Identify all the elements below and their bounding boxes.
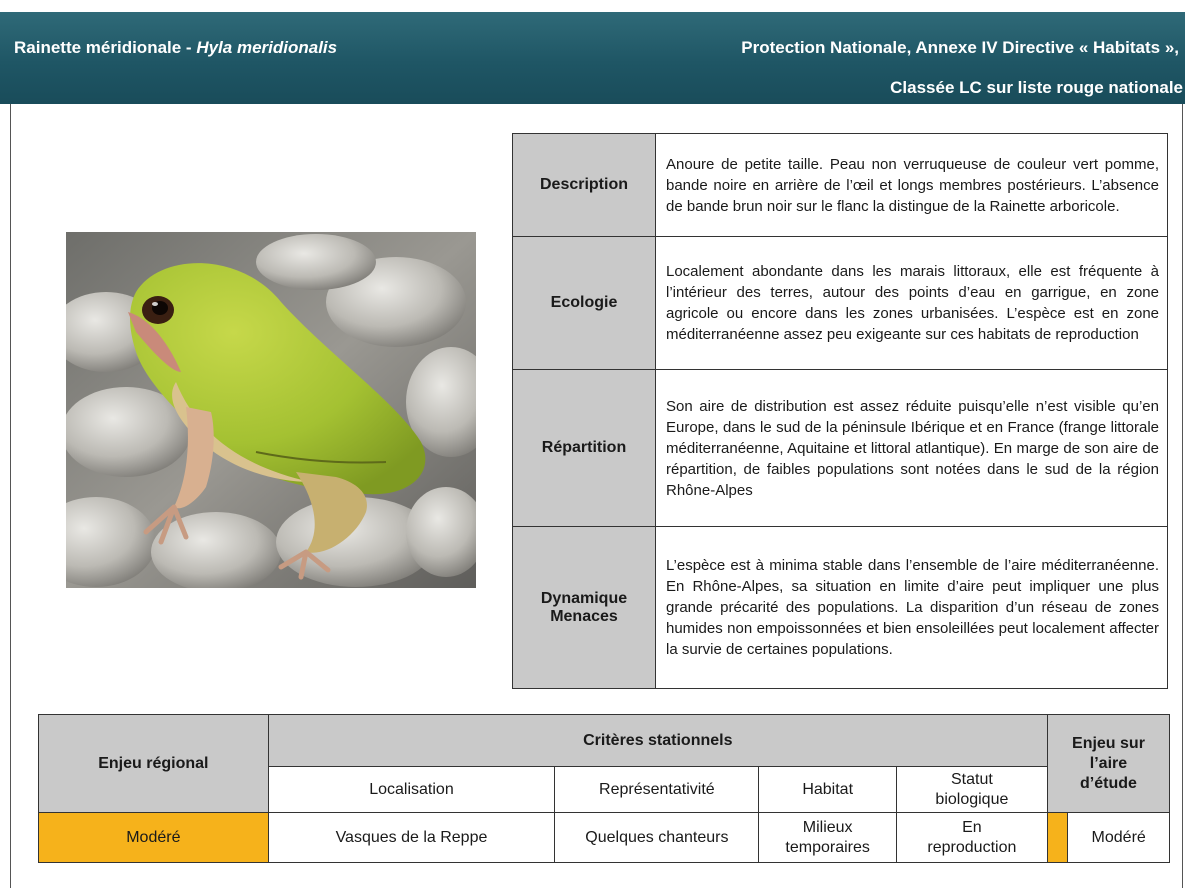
criteres-stationnels-header: Critères stationnels (267, 714, 1048, 767)
ecologie-label: Ecologie (512, 236, 656, 370)
description-label: Description (512, 133, 656, 237)
enjeu-aire-header-line2: l’aire (1089, 754, 1128, 772)
repartition-row: Répartition Son aire de distribution est… (512, 369, 1168, 527)
habitat-value-line1: Milieux (802, 818, 853, 836)
statut-value-line1: En (962, 818, 982, 836)
species-common-name: Rainette méridionale - (14, 38, 197, 57)
repartition-text: Son aire de distribution est assez rédui… (655, 369, 1168, 527)
statut-header-line1: Statut (950, 770, 993, 788)
frog-photo-illustration (66, 232, 476, 588)
enjeu-aire-header: Enjeu sur l’aire d’étude (1046, 714, 1171, 813)
criteria-header-row: Enjeu régional Critères stationnels Enje… (38, 714, 1171, 813)
page-frame-left (10, 104, 11, 888)
species-latin-name: Hyla meridionalis (196, 38, 338, 57)
dynamique-text: L’espèce est à minima stable dans l’ense… (655, 526, 1168, 689)
statut-header-line2: biologique (935, 790, 1009, 808)
enjeu-aire-header-line3: d’étude (1080, 774, 1137, 792)
statut-value: En reproduction (895, 812, 1048, 863)
description-text: Anoure de petite taille. Peau non verruq… (655, 133, 1168, 237)
enjeu-aire-color-swatch (1046, 812, 1069, 863)
dynamique-label: Dynamique Menaces (512, 526, 656, 689)
header-banner: Rainette méridionale - Hyla meridionalis… (0, 12, 1185, 104)
habitat-value: Milieux temporaires (758, 812, 897, 863)
criteria-table: Enjeu régional Critères stationnels Enje… (38, 714, 1171, 863)
statut-value-line2: reproduction (927, 838, 1017, 856)
ecologie-row: Ecologie Localement abondante dans les m… (512, 236, 1168, 370)
dynamique-label-line2: Menaces (550, 607, 618, 625)
habitat-header: Habitat (758, 766, 897, 813)
protection-status-line2: Classée LC sur liste rouge nationale (890, 78, 1183, 97)
description-row: Description Anoure de petite taille. Pea… (512, 133, 1168, 237)
dynamique-label-line1: Dynamique (540, 589, 628, 607)
enjeu-aire-value: Modéré (1067, 812, 1170, 863)
ecologie-text: Localement abondante dans les marais lit… (655, 236, 1168, 370)
enjeu-aire-header-line1: Enjeu sur (1072, 734, 1145, 752)
repartition-label: Répartition (512, 369, 656, 527)
criteria-values-row: Modéré Vasques de la Reppe Quelques chan… (38, 812, 1170, 863)
localisation-value: Vasques de la Reppe (267, 812, 556, 863)
criteria-subheader-row: Localisation Représentativité Habitat St… (39, 766, 1170, 813)
habitat-value-line2: temporaires (785, 838, 870, 856)
localisation-header: Localisation (267, 766, 556, 813)
dynamique-row: Dynamique Menaces L’espèce est à minima … (512, 526, 1168, 689)
enjeu-regional-header: Enjeu régional (38, 714, 269, 813)
representativite-header: Représentativité (554, 766, 760, 813)
page-frame-right (1182, 104, 1183, 888)
protection-status-line1: Protection Nationale, Annexe IV Directiv… (741, 38, 1179, 57)
frog-photo (66, 232, 476, 588)
statut-biologique-header: Statut biologique (895, 766, 1048, 813)
species-info-table: Description Anoure de petite taille. Pea… (512, 133, 1168, 689)
species-title: Rainette méridionale - Hyla meridionalis (14, 38, 337, 58)
enjeu-regional-value: Modéré (38, 812, 269, 863)
representativite-value: Quelques chanteurs (554, 812, 760, 863)
